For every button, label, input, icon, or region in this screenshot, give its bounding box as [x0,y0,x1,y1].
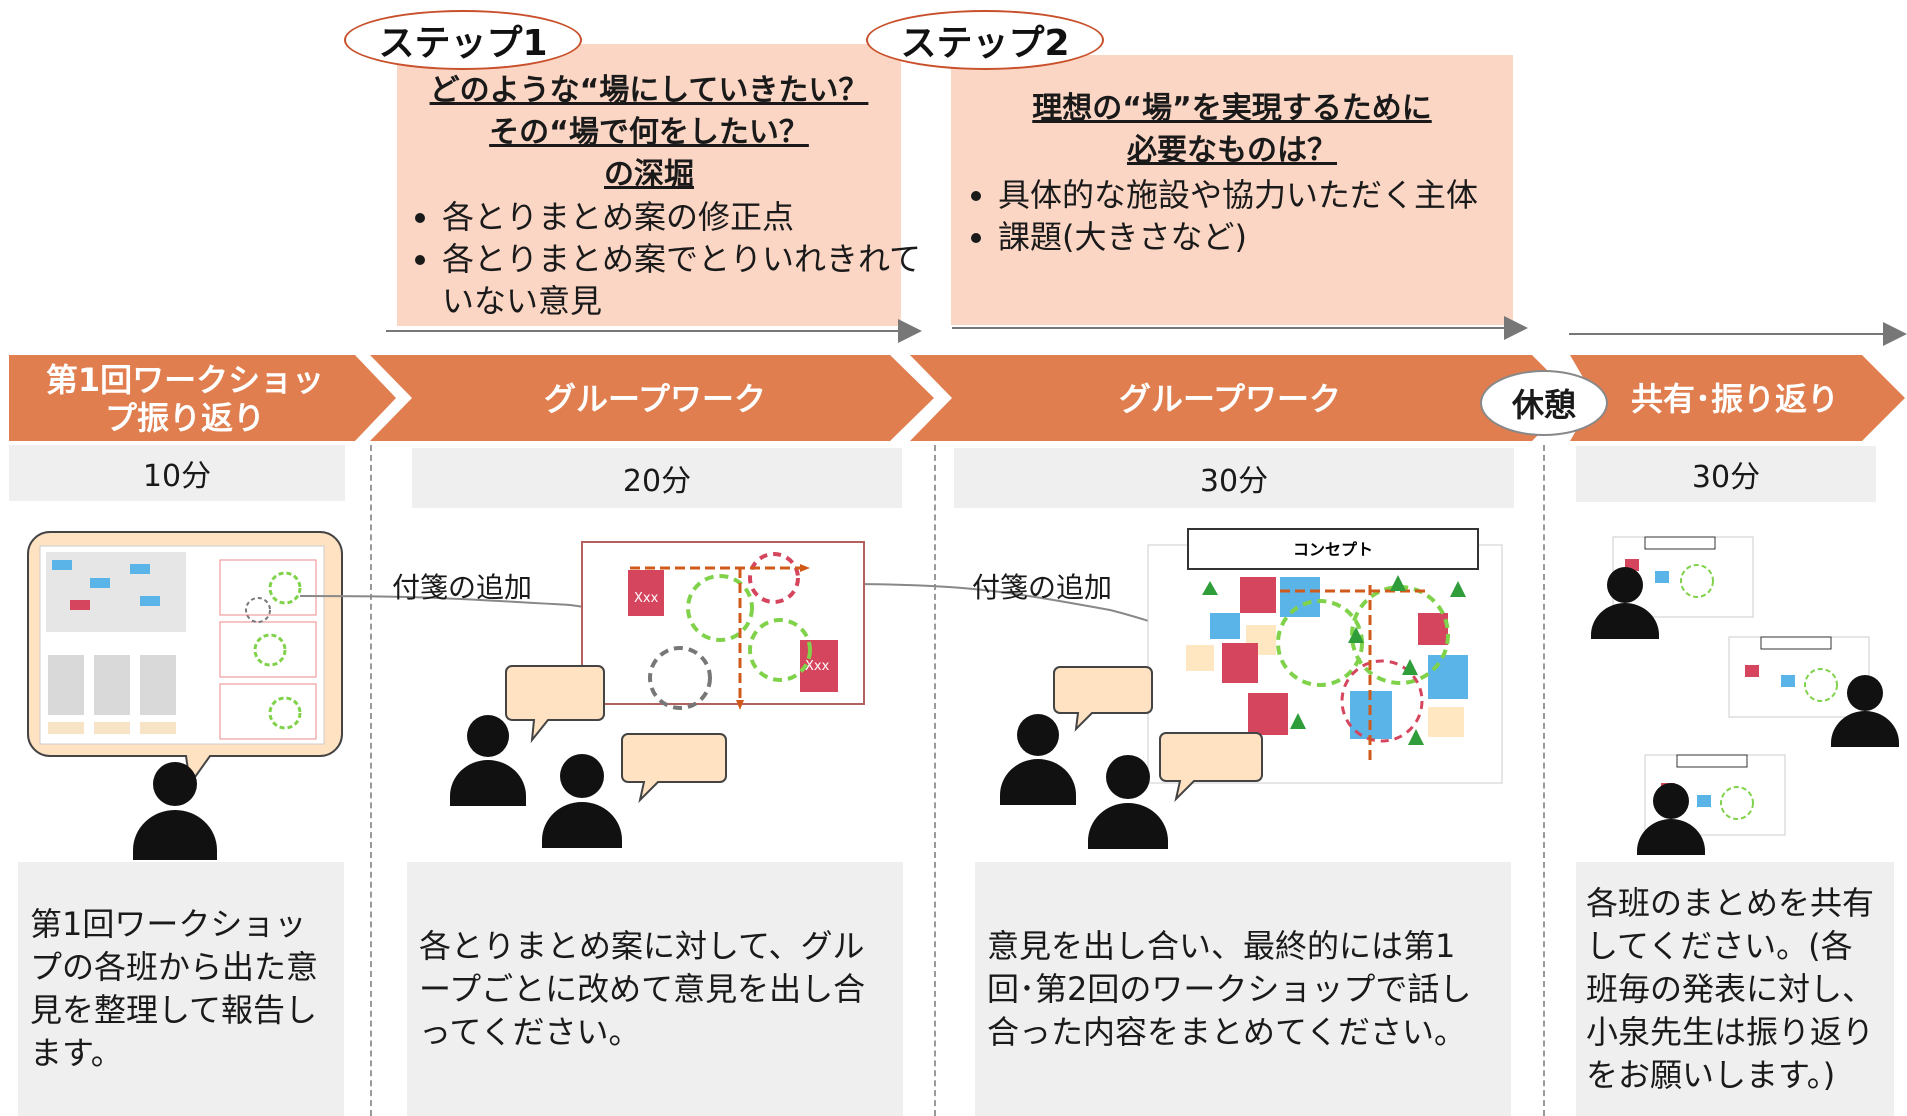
phase3-illustration: コンセプト [1000,528,1503,849]
phase3-duration: 30分 [954,448,1514,508]
phase4-description: 各班のまとめを共有してください。(各班毎の発表に対し、小泉先生は振り返りをお願い… [1576,862,1894,1116]
step2-bullets: 具体的な施設や協力いただく主体 課題(大きさなど) [958,174,1558,258]
concept-banner-text: コンセプト [1293,540,1373,559]
presenter-person-icon-2 [1831,675,1899,747]
participant-person-icon-1 [450,715,526,806]
phase3-title: グループワーク [1118,380,1342,418]
participant-person-icon-3 [1000,714,1076,805]
step2-heading-line1: 理想の“場”を実現するために [1032,91,1432,126]
step1-bullet-1: 各とりまとめ案の修正点 [442,196,922,238]
phase4-illustration [1591,536,1899,855]
phase1-description-text: 第1回ワークショップの各班から出た意見を整理して報告します。 [30,905,319,1072]
phase-chevrons [9,355,1905,441]
step2-panel [951,55,1513,325]
map-sticky-text-1: Xxx [634,591,659,606]
participant-person-icon-2 [542,754,622,848]
phase3-annotation: 付箋の追加 [972,571,1113,604]
chevron-phase4 [1570,355,1905,441]
step1-bullets: 各とりまとめ案の修正点 各とりまとめ案でとりいれきれていない意見 [402,196,922,322]
participant-person-icon-4 [1088,755,1168,849]
presenter-person-icon-1 [1591,567,1659,639]
phase3-description: 意見を出し合い、最終的には第1回･第2回のワークショップで話し合った内容をまとめ… [975,862,1511,1116]
separator-3 [1543,445,1545,1116]
map-sticky-text-2: Xxx [805,659,830,674]
phase3-description-text: 意見を出し合い、最終的には第1回･第2回のワークショップで話し合った内容をまとめ… [987,926,1472,1051]
step1-heading-line2: その“場で何をしたい？ [489,115,809,150]
phase4-duration: 30分 [1576,446,1876,502]
step1-bullet-2: 各とりまとめ案でとりいれきれていない意見 [442,238,922,322]
phase2-annotation: 付箋の追加 [392,571,533,604]
step2-bullet-2: 課題(大きさなど) [998,216,1558,258]
phase2-duration: 20分 [412,448,902,508]
phase2-description-text: 各とりまとめ案に対して、グループごとに改めて意見を出し合ってください。 [419,926,866,1051]
chat-bubble-2 [621,733,727,804]
chevron-phase3 [910,355,1575,441]
separator-1 [370,445,372,1116]
phase1-illustration [27,531,343,860]
chat-bubble-4 [1159,732,1263,803]
step2-heading: 理想の“場”を実現するために 必要なものは？ [951,88,1513,172]
phase2-description: 各とりまとめ案に対して、グループごとに改めて意見を出し合ってください。 [407,862,903,1116]
break-badge: 休憩 [1480,370,1608,436]
phase4-description-text: 各班のまとめを共有してください。(各班毎の発表に対し、小泉先生は振り返りをお願い… [1586,883,1875,1094]
step1-panel [397,44,901,326]
step2-heading-line2: 必要なものは？ [1127,133,1337,168]
chevron-phase1 [9,355,396,441]
phase1-duration: 10分 [9,445,345,501]
step1-heading: どのような“場にしていきたい？ その“場で何をしたい？ の深堀 [397,70,901,196]
step1-heading-line3: の深堀 [604,157,694,192]
phase1-title: 第1回ワークショップ振り返り [45,361,325,437]
concept-banner [1187,528,1479,570]
step2-bullet-1: 具体的な施設や協力いただく主体 [998,174,1558,216]
chat-bubble-1 [505,665,605,744]
phase2-title: グループワーク [543,380,767,418]
phase1-description: 第1回ワークショップの各班から出た意見を整理して報告します。 [18,862,344,1116]
phase4-title: 共有･振り返り [1630,380,1839,418]
step1-heading-line1: どのような“場にしていきたい？ [429,73,869,108]
phase2-illustration: Xxx Xxx [450,541,865,848]
chat-bubble-3 [1053,666,1153,732]
separator-2 [934,445,936,1116]
presenter-person-icon [133,762,217,860]
step2-label: ステップ2 [866,10,1104,70]
presenter-person-icon-3 [1637,783,1705,855]
chevron-phase2 [370,355,934,441]
step1-label: ステップ1 [344,10,582,70]
